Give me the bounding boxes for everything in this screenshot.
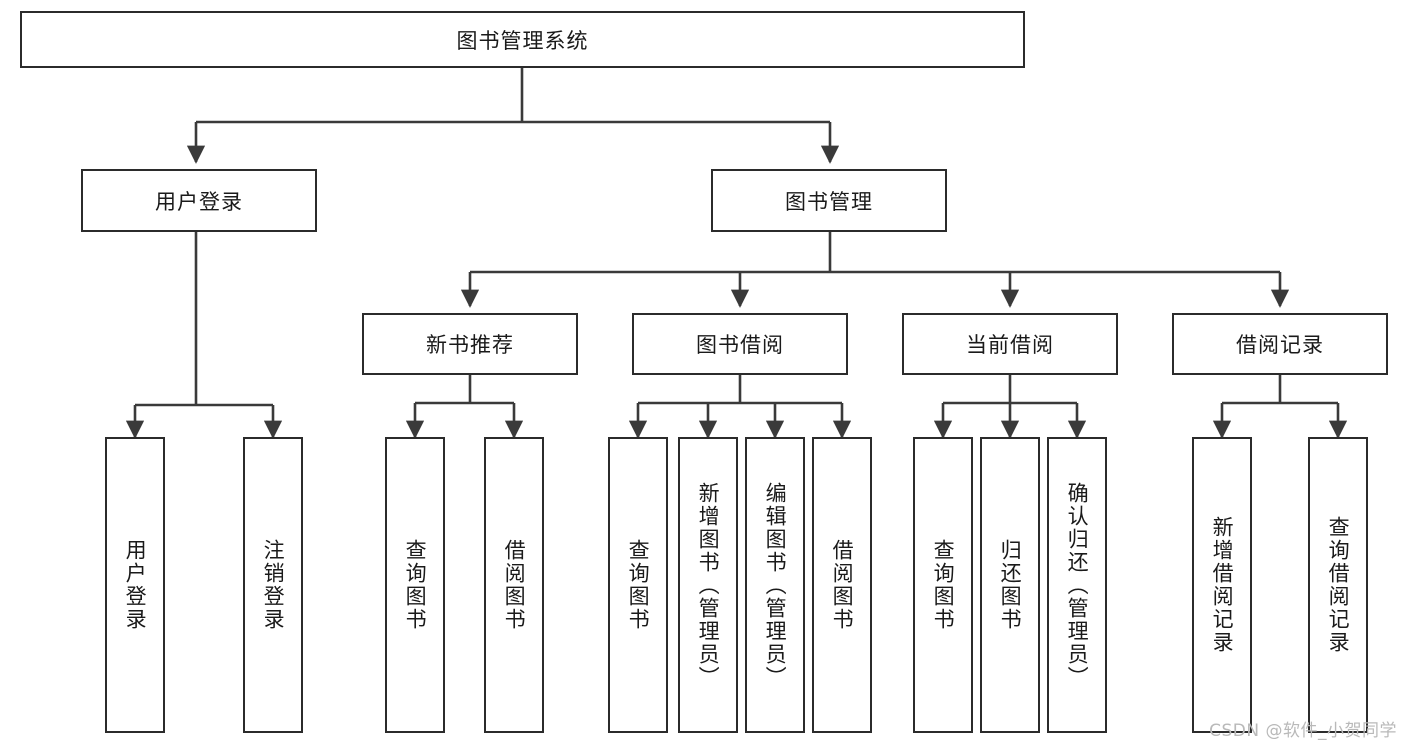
node-leaf-add-borrow-record[interactable]: 新增借阅记录 [1192,437,1252,733]
watermark-text: CSDN @软件_小贺同学 [1209,721,1397,741]
node-leaf-add-book[interactable]: 新增图书（管理员） [678,437,738,733]
node-label: 查询借阅记录 [1326,516,1351,654]
node-leaf-user-login[interactable]: 用户登录 [105,437,165,733]
node-leaf-query-borrow-record[interactable]: 查询借阅记录 [1308,437,1368,733]
node-label: 借阅记录 [1236,333,1324,357]
node-root-book-management-system[interactable]: 图书管理系统 [20,11,1025,68]
node-label: 新增图书（管理员） [696,481,721,689]
node-label: 图书借阅 [696,333,784,357]
node-current-borrow[interactable]: 当前借阅 [902,313,1118,375]
node-user-login[interactable]: 用户登录 [81,169,317,232]
node-label: 归还图书 [998,539,1023,631]
node-label: 注销登录 [261,539,286,631]
node-label: 用户登录 [155,189,243,214]
node-leaf-return-book[interactable]: 归还图书 [980,437,1040,733]
node-leaf-query-book-1[interactable]: 查询图书 [385,437,445,733]
node-leaf-borrow-book-2[interactable]: 借阅图书 [812,437,872,733]
node-book-borrow[interactable]: 图书借阅 [632,313,848,375]
node-label: 查询图书 [931,539,956,631]
node-label: 借阅图书 [502,539,527,631]
node-leaf-query-book-3[interactable]: 查询图书 [913,437,973,733]
node-leaf-logout-login[interactable]: 注销登录 [243,437,303,733]
node-label: 图书管理系统 [456,28,589,53]
node-leaf-borrow-book-1[interactable]: 借阅图书 [484,437,544,733]
node-book-management[interactable]: 图书管理 [711,169,947,232]
node-label: 用户登录 [123,539,148,631]
node-label: 新增借阅记录 [1210,516,1235,654]
node-label: 查询图书 [403,539,428,631]
node-label: 新书推荐 [426,333,514,357]
node-leaf-confirm-return[interactable]: 确认归还（管理员） [1047,437,1107,733]
node-label: 查询图书 [626,539,651,631]
node-label: 借阅图书 [830,539,855,631]
node-leaf-query-book-2[interactable]: 查询图书 [608,437,668,733]
node-label: 当前借阅 [966,333,1054,357]
node-new-book-recommend[interactable]: 新书推荐 [362,313,578,375]
node-label: 编辑图书（管理员） [763,481,788,689]
node-label: 图书管理 [785,189,873,214]
node-leaf-edit-book[interactable]: 编辑图书（管理员） [745,437,805,733]
node-borrow-record[interactable]: 借阅记录 [1172,313,1388,375]
node-label: 确认归还（管理员） [1065,481,1090,689]
